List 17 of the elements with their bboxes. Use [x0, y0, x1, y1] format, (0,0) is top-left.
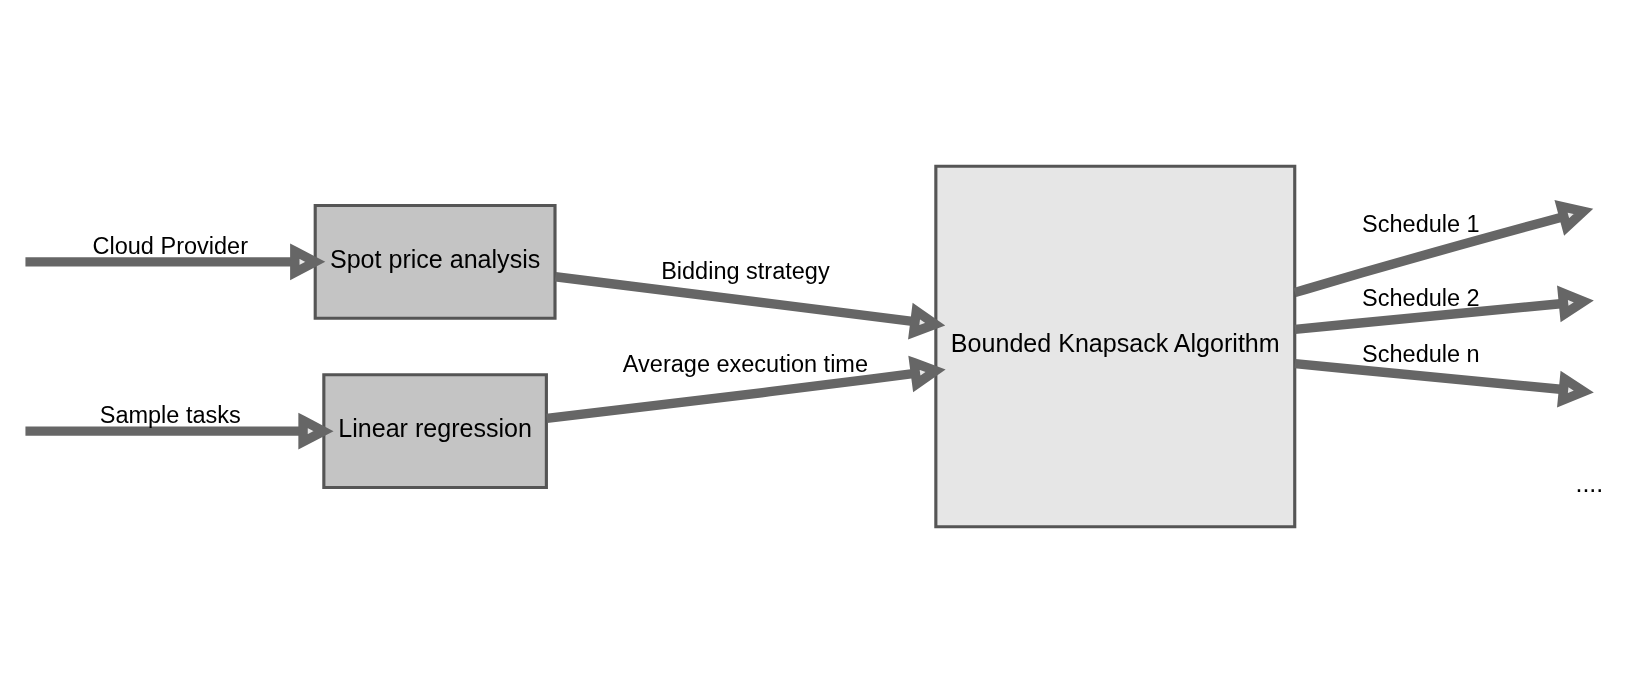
- node-box: Bounded Knapsack Algorithm: [934, 164, 1297, 528]
- edge-label: Cloud Provider: [92, 232, 248, 259]
- arrow: [1294, 358, 1594, 408]
- edge-label: Average execution time: [622, 350, 868, 377]
- edge-label: Sample tasks: [99, 401, 241, 428]
- edge-label: Schedule 2: [1362, 284, 1480, 311]
- node-box: Spot price analysis: [313, 203, 557, 320]
- arrow: [1294, 284, 1594, 334]
- arrow: [546, 355, 946, 423]
- arrow: [554, 271, 946, 339]
- arrow: [25, 242, 326, 280]
- edge-label: Schedule 1: [1362, 210, 1480, 237]
- label: ....: [1575, 468, 1604, 497]
- edge-label: Schedule n: [1362, 340, 1480, 367]
- arrow: [25, 412, 334, 450]
- edge-label: Bidding strategy: [661, 257, 830, 284]
- node-box: Linear regression: [322, 372, 548, 489]
